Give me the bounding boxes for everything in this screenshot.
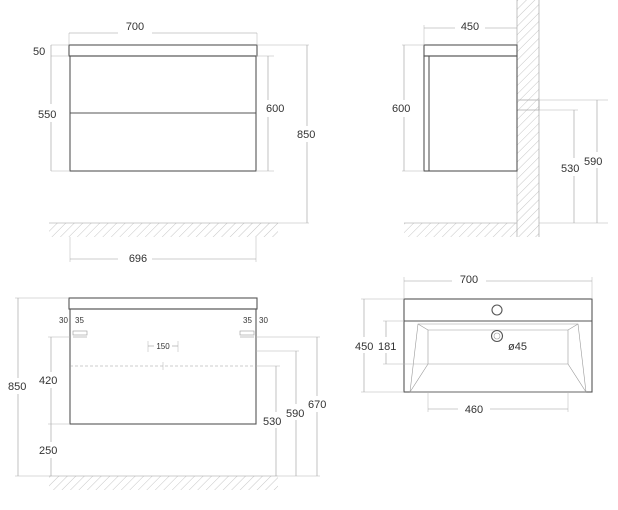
front-width-top-label: 700 (126, 21, 144, 33)
front-top-thickness-label: 50 (33, 46, 45, 58)
side-countertop (423, 44, 518, 57)
rear-total-height-label: 850 (8, 381, 26, 393)
side-cabinet-body (423, 55, 518, 172)
side-mount-530-label: 530 (561, 163, 579, 175)
side-body-height-label: 600 (392, 103, 410, 115)
rear-height-590-label: 590 (286, 408, 304, 420)
side-floor-hatch (404, 223, 517, 237)
rear-cabinet-body (69, 308, 257, 425)
front-body-height-label: 600 (266, 103, 284, 115)
top-basin-inner (409, 323, 587, 393)
rear-right-offset-inner-label: 35 (243, 316, 252, 325)
rear-countertop (68, 297, 258, 310)
top-basin-outer (403, 298, 593, 393)
rear-floor-gap-label: 250 (39, 445, 57, 457)
front-drawer-height-label: 550 (38, 109, 56, 121)
front-view: 700 50 550 600 850 696 (33, 21, 315, 265)
rear-view: 30 35 35 30 150 850 420 250 (8, 297, 326, 490)
top-width-label: 700 (460, 274, 478, 286)
top-faucet-hole (491, 304, 503, 316)
side-view: 450 600 530 590 (392, 0, 608, 237)
front-total-height-label: 850 (297, 129, 315, 141)
rear-right-offset-outer-label: 30 (259, 316, 268, 325)
rear-left-offset-inner-label: 35 (75, 316, 84, 325)
front-width-bottom-label: 696 (129, 253, 147, 265)
rear-height-530-label: 530 (263, 416, 281, 428)
side-depth-label: 450 (461, 21, 479, 33)
side-wall-hatch (517, 0, 539, 237)
rear-right-bracket (239, 330, 255, 338)
rear-center-span-label: 150 (156, 342, 170, 351)
rear-left-bracket (72, 330, 88, 338)
rear-panel-height-label: 420 (39, 375, 57, 387)
rear-floor-hatch (49, 476, 278, 490)
top-basin-depth-label: 181 (378, 341, 396, 353)
top-depth-label: 450 (355, 341, 373, 353)
top-drain-outer (490, 329, 504, 343)
top-basin-width-label: 460 (465, 404, 483, 416)
front-floor-hatch (49, 223, 278, 237)
top-drain-inner (493, 332, 501, 340)
front-countertop (68, 44, 258, 57)
rear-height-670-label: 670 (308, 399, 326, 411)
side-mount-590-label: 590 (584, 156, 602, 168)
top-view: ø45 700 450 181 460 (355, 274, 593, 416)
rear-left-offset-outer-label: 30 (59, 316, 68, 325)
top-hole-diameter-label: ø45 (508, 341, 527, 353)
